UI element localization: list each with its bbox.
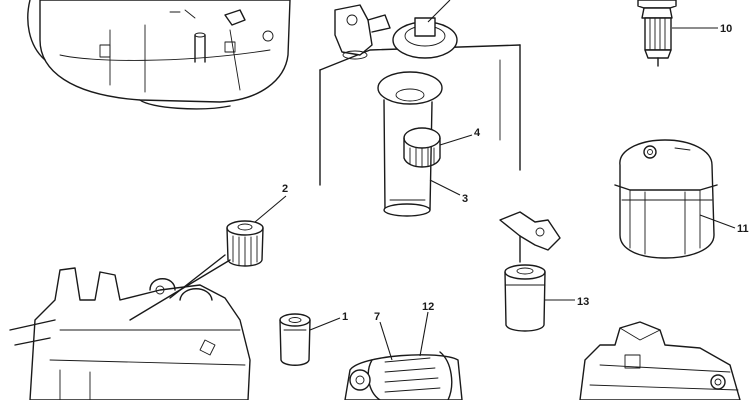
canister-filter bbox=[614, 139, 718, 259]
callout-4: 4 bbox=[474, 127, 481, 139]
callout-11-leader bbox=[699, 214, 736, 229]
engine-block bbox=[9, 254, 251, 400]
callout-12-leader bbox=[419, 311, 429, 357]
pump-housing bbox=[579, 321, 741, 400]
callout-2: 2 bbox=[282, 183, 288, 195]
tank-assembly bbox=[319, 0, 521, 217]
callout-3-leader bbox=[429, 179, 461, 196]
air-filter-assembly bbox=[344, 351, 463, 400]
callout-13: 13 bbox=[577, 296, 589, 308]
callout-3: 3 bbox=[462, 193, 468, 205]
bracket-filter-13 bbox=[499, 211, 561, 332]
callout-4-leader bbox=[439, 134, 473, 146]
callout-10: 10 bbox=[720, 23, 732, 35]
callout-11: 11 bbox=[737, 223, 749, 235]
air-cleaner-housing bbox=[27, 0, 291, 110]
cartridge-filter-1 bbox=[279, 313, 311, 366]
spin-on-filter-2 bbox=[226, 220, 264, 267]
inline-fuel-filter bbox=[637, 0, 677, 67]
callout-7-leader bbox=[379, 321, 393, 361]
callout-7: 7 bbox=[374, 311, 380, 323]
callout-1: 1 bbox=[342, 311, 348, 323]
callout-1-leader bbox=[309, 317, 341, 331]
callout-2-leader bbox=[254, 195, 287, 223]
callout-12: 12 bbox=[422, 301, 434, 313]
